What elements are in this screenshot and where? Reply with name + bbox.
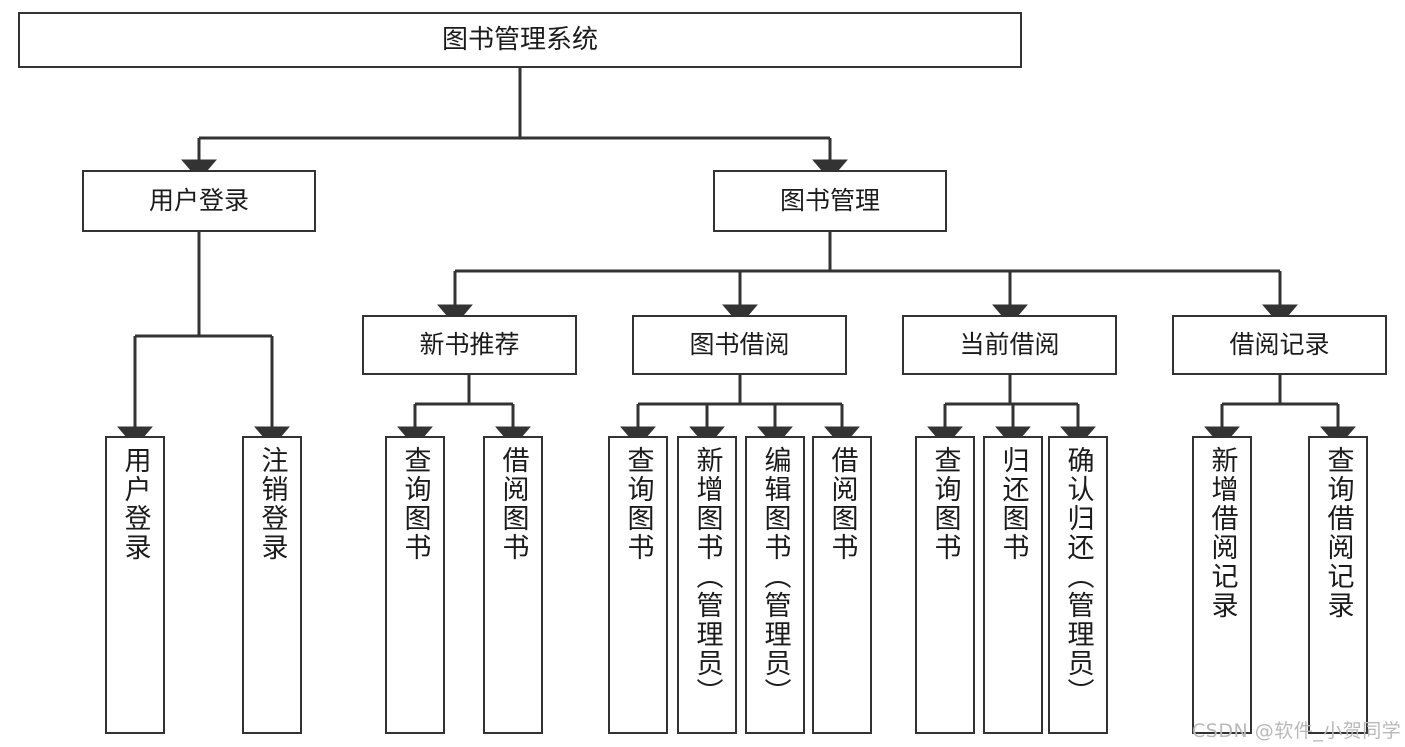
leaf-borrow-record-add[interactable]: 新增借阅记录: [1192, 436, 1252, 734]
leaf-user-login-login[interactable]: 用户登录: [105, 436, 165, 734]
node-label: 图书借阅: [689, 330, 790, 360]
node-book-management[interactable]: 图书管理: [713, 170, 947, 232]
node-label: 图书管理: [779, 186, 880, 216]
leaf-current-borrow-query[interactable]: 查询图书: [915, 436, 975, 734]
node-label: 新增借阅记录: [1206, 446, 1238, 620]
node-borrow-record[interactable]: 借阅记录: [1172, 315, 1387, 375]
leaf-new-book-query[interactable]: 查询图书: [385, 436, 445, 734]
node-label: 编辑图书（管理员）: [759, 446, 791, 707]
node-label: 查询图书: [929, 446, 961, 562]
node-label: 查询借阅记录: [1322, 446, 1354, 620]
leaf-current-borrow-confirm[interactable]: 确认归还（管理员）: [1048, 436, 1108, 734]
node-label: 查询图书: [399, 446, 431, 562]
leaf-current-borrow-return[interactable]: 归还图书: [983, 436, 1043, 734]
node-label: 注销登录: [256, 446, 288, 562]
node-label: 归还图书: [997, 446, 1029, 562]
leaf-borrow-record-query[interactable]: 查询借阅记录: [1308, 436, 1368, 734]
csdn-watermark: CSDN @软件_小贺同学: [1192, 720, 1402, 742]
leaf-book-borrow-add[interactable]: 新增图书（管理员）: [677, 436, 737, 734]
node-label: 查询图书: [622, 446, 654, 562]
node-label: 图书管理系统: [441, 24, 598, 55]
node-label: 当前借阅: [959, 330, 1060, 360]
node-label: 确认归还（管理员）: [1062, 446, 1094, 707]
node-label: 新书推荐: [419, 330, 520, 360]
leaf-book-borrow-borrow[interactable]: 借阅图书: [812, 436, 872, 734]
node-label: 借阅图书: [497, 446, 529, 562]
leaf-book-borrow-query[interactable]: 查询图书: [608, 436, 668, 734]
leaf-new-book-borrow[interactable]: 借阅图书: [483, 436, 543, 734]
node-label: 用户登录: [119, 446, 151, 562]
node-label: 借阅图书: [826, 446, 858, 562]
node-current-borrow[interactable]: 当前借阅: [902, 315, 1117, 375]
node-label: 借阅记录: [1229, 330, 1330, 360]
node-user-login[interactable]: 用户登录: [82, 170, 316, 232]
leaf-user-login-logout[interactable]: 注销登录: [242, 436, 302, 734]
node-label: 用户登录: [148, 186, 249, 216]
node-root[interactable]: 图书管理系统: [18, 12, 1022, 68]
node-book-borrow[interactable]: 图书借阅: [632, 315, 847, 375]
leaf-book-borrow-edit[interactable]: 编辑图书（管理员）: [745, 436, 805, 734]
node-new-book-recommend[interactable]: 新书推荐: [362, 315, 577, 375]
node-label: 新增图书（管理员）: [691, 446, 723, 707]
